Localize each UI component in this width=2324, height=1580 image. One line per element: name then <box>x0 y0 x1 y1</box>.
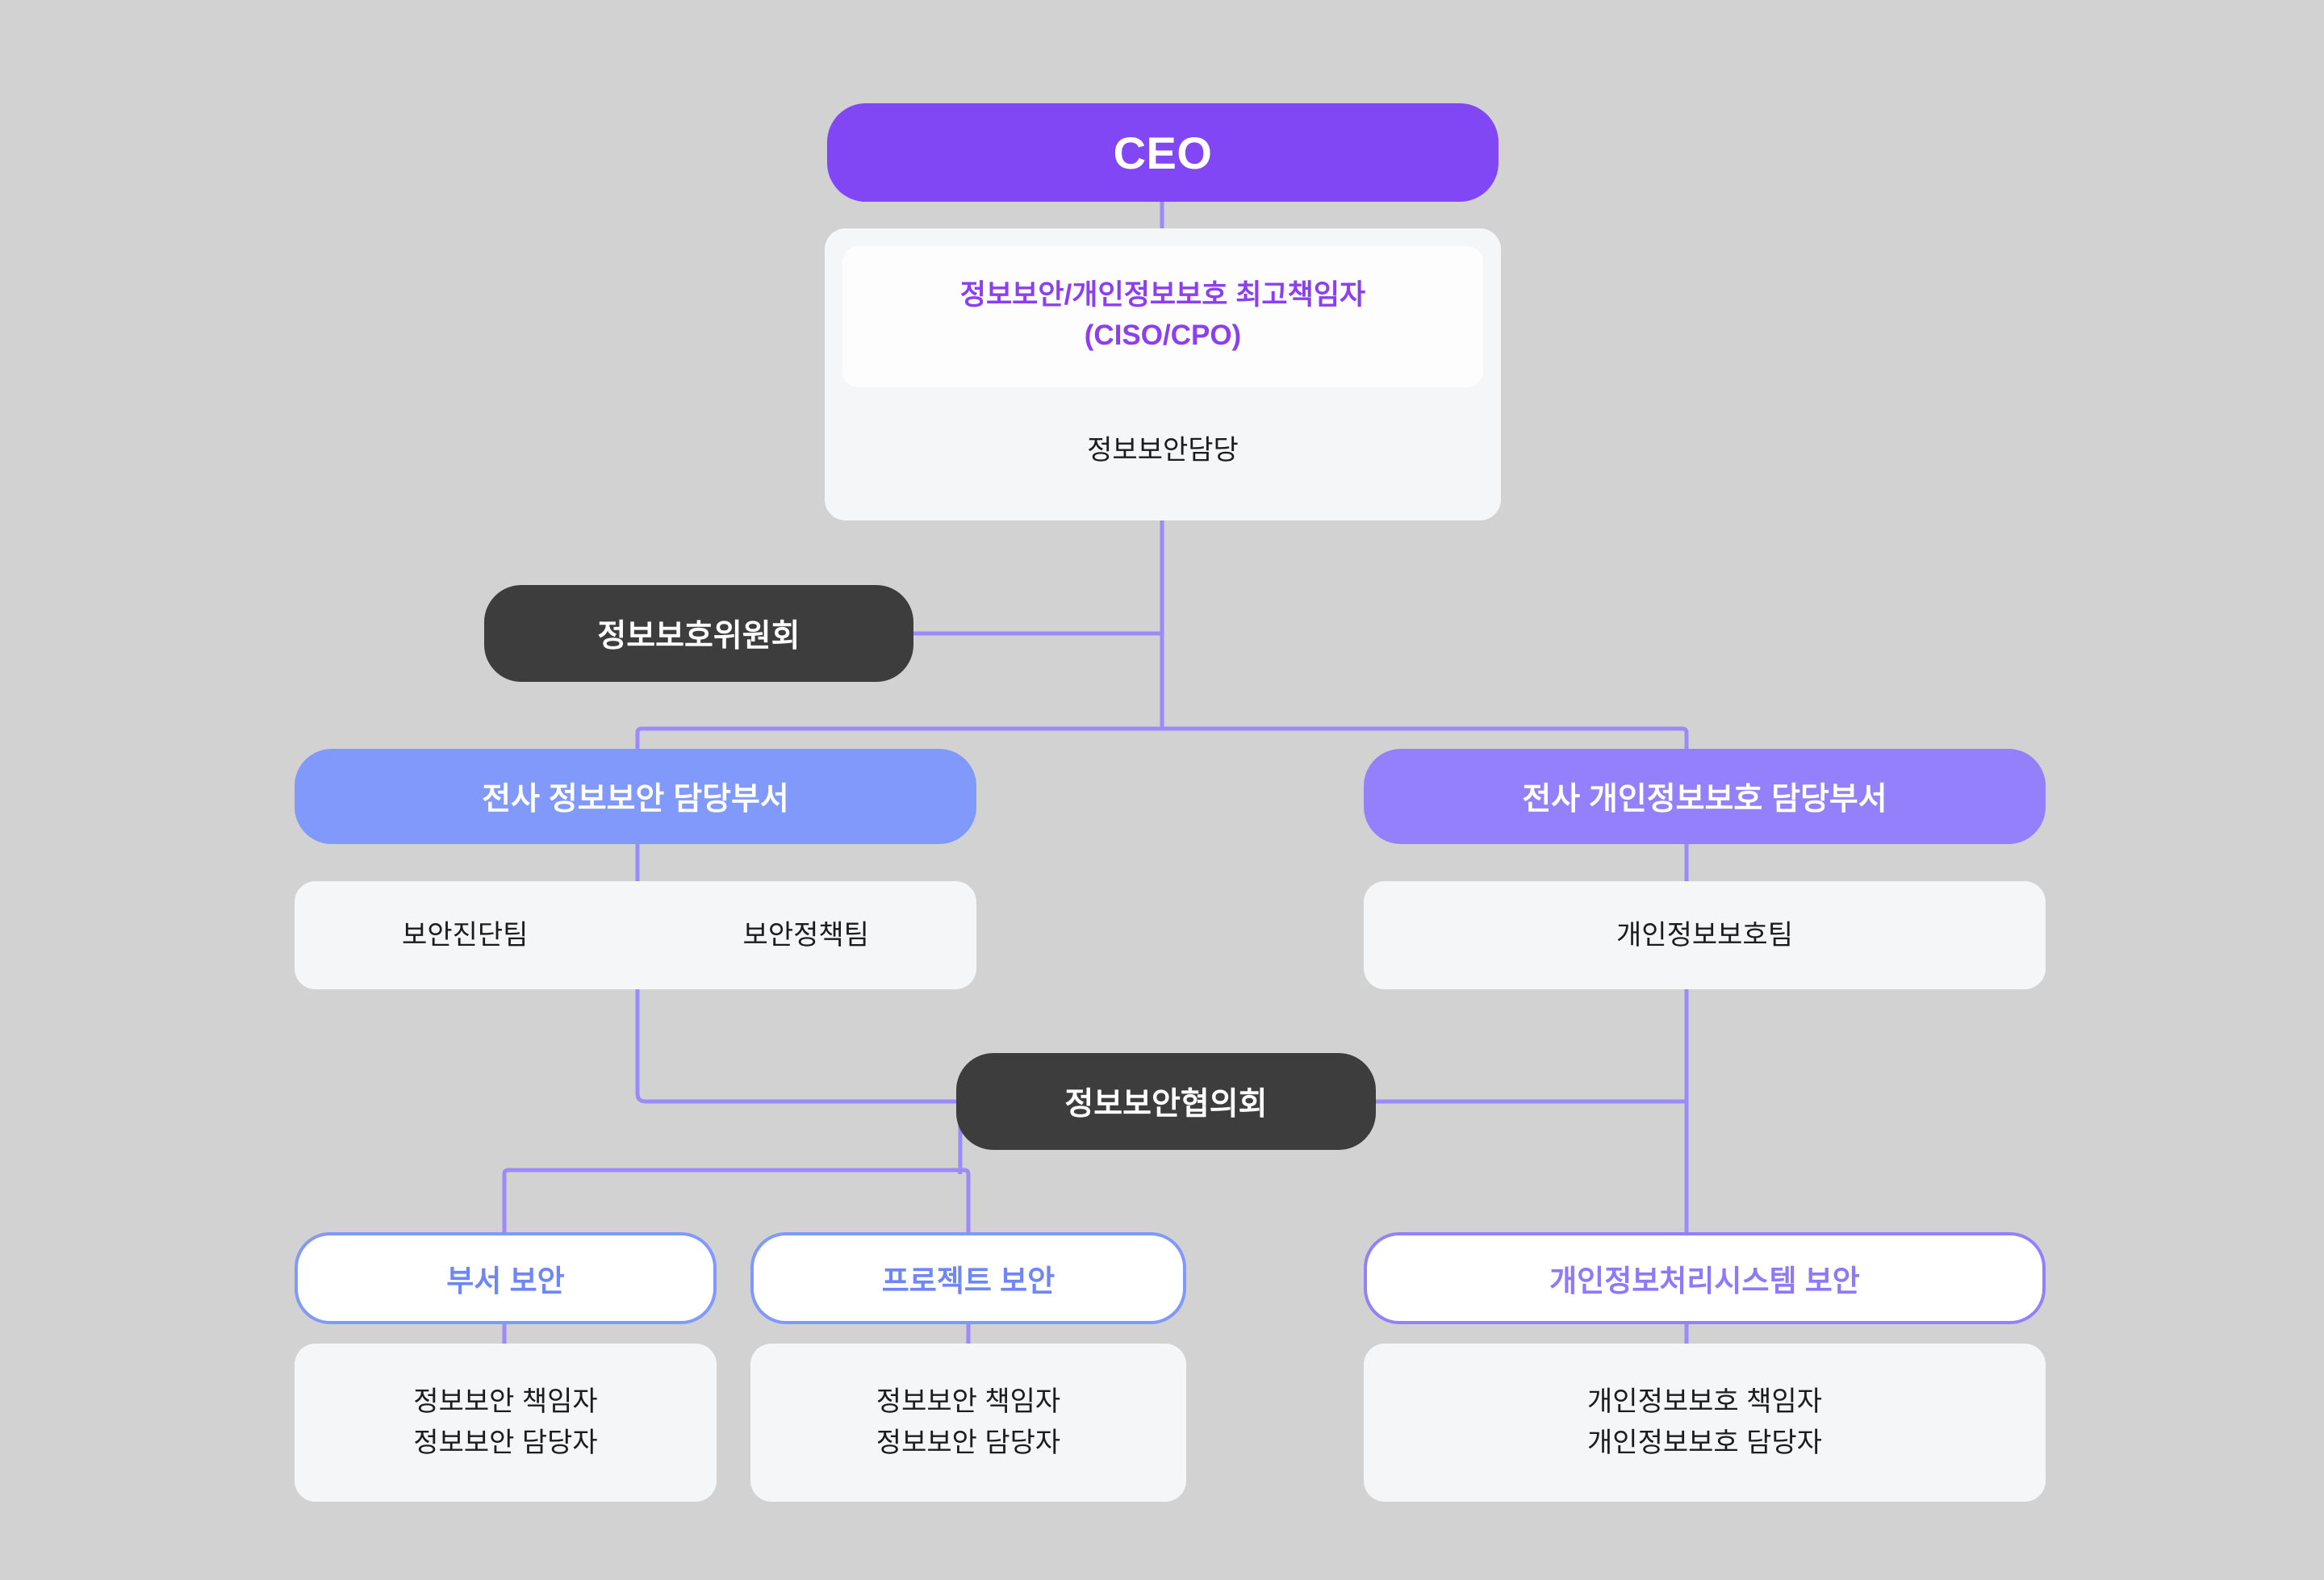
wire-leaf-split-right <box>960 1168 971 1235</box>
node-committee[interactable]: 정보보호위원회 <box>484 585 913 682</box>
council-label: 정보보안협의회 <box>1064 1087 1268 1122</box>
node-dept-security[interactable]: 전사 정보보안 담당부서 <box>295 749 976 844</box>
card-dept-security-roles: 정보보안 책임자 정보보안 담당자 <box>295 1344 717 1502</box>
ciso-title-box: 정보보안/개인정보보호 최고책임자 (CISO/CPO) <box>842 246 1483 388</box>
node-leaf-dept-security[interactable]: 부서 보안 <box>295 1232 717 1324</box>
card-dept-security-teams: 보안진단팀 보안정책팀 <box>295 881 976 989</box>
team-label: 개인정보보호팀 <box>1616 919 1793 951</box>
ceo-label: CEO <box>1113 127 1213 178</box>
dept-privacy-label: 전사 개인정보보호 담당부서 <box>1522 782 1887 817</box>
team-label: 보안정책팀 <box>742 919 869 951</box>
node-ciso-card[interactable]: 정보보안/개인정보보호 최고책임자 (CISO/CPO) 정보보안담당 <box>825 228 1501 520</box>
wire-security-to-council <box>635 989 960 1104</box>
ciso-title-line2: (CISO/CPO) <box>1084 319 1242 351</box>
role-label: 개인정보보호 담당자 <box>1587 1427 1822 1458</box>
node-ceo[interactable]: CEO <box>827 103 1498 202</box>
card-pii-system-roles: 개인정보보호 책임자 개인정보보호 담당자 <box>1364 1344 2046 1502</box>
role-label: 정보보안 책임자 <box>413 1386 598 1417</box>
leaf-project-security-label: 프로젝트 보안 <box>881 1264 1055 1298</box>
role-label: 개인정보보호 책임자 <box>1587 1386 1822 1417</box>
card-dept-privacy-teams: 개인정보보호팀 <box>1364 881 2046 989</box>
leaf-pii-system-security-label: 개인정보처리시스템 보안 <box>1549 1264 1860 1298</box>
wire-leaf-split-left <box>502 1168 963 1235</box>
ciso-subtitle: 정보보안담당 <box>1087 435 1239 466</box>
dept-security-label: 전사 정보보안 담당부서 <box>482 782 789 817</box>
node-dept-privacy[interactable]: 전사 개인정보보호 담당부서 <box>1364 749 2046 844</box>
node-leaf-pii-system-security[interactable]: 개인정보처리시스템 보안 <box>1364 1232 2046 1324</box>
node-council[interactable]: 정보보안협의회 <box>956 1053 1376 1150</box>
role-label: 정보보안 담당자 <box>876 1427 1061 1458</box>
wire-dept-split <box>635 726 1689 750</box>
leaf-dept-security-label: 부서 보안 <box>446 1264 565 1298</box>
role-label: 정보보안 책임자 <box>876 1386 1061 1417</box>
card-project-security-roles: 정보보안 책임자 정보보안 담당자 <box>750 1344 1186 1502</box>
ciso-title-line1: 정보보안/개인정보보호 최고책임자 <box>959 279 1366 311</box>
node-leaf-project-security[interactable]: 프로젝트 보안 <box>750 1232 1186 1324</box>
team-label: 보안진단팀 <box>402 919 529 951</box>
committee-label: 정보보호위원회 <box>597 619 800 654</box>
role-label: 정보보안 담당자 <box>413 1427 598 1458</box>
